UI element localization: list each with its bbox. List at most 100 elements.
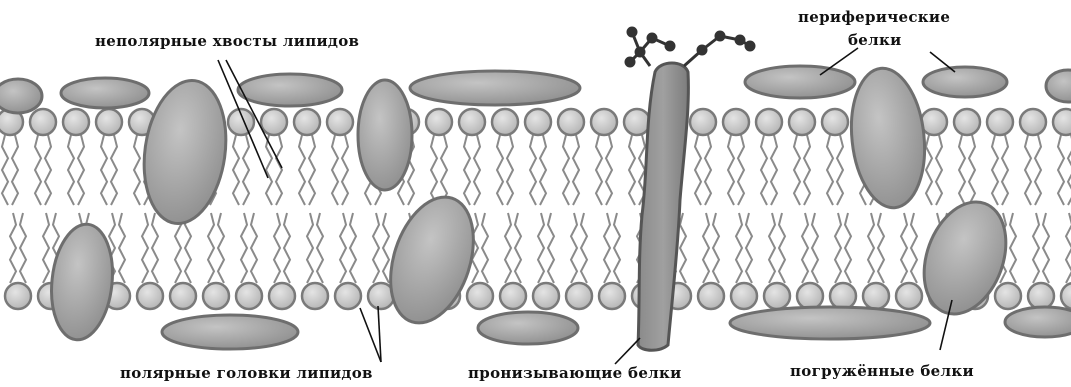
peripheral-protein xyxy=(745,66,855,98)
lipid-head xyxy=(1053,109,1071,135)
pointer-transmembrane xyxy=(615,338,640,364)
lipid-head xyxy=(426,109,452,135)
lipid-head xyxy=(30,109,56,135)
lipid-tail xyxy=(728,135,734,205)
lipid-head xyxy=(698,283,724,309)
lipid-head xyxy=(203,283,229,309)
lipid-head xyxy=(599,283,625,309)
lipid-head xyxy=(459,109,485,135)
lipid-tail xyxy=(992,135,998,205)
lipid-head xyxy=(1020,109,1046,135)
lipid-head xyxy=(731,283,757,309)
lipid-tail xyxy=(868,213,874,283)
lipid-tail xyxy=(926,135,932,205)
lipid-tail xyxy=(845,213,851,283)
lipid-head xyxy=(987,109,1013,135)
lipid-head xyxy=(335,283,361,309)
lipid-tail xyxy=(274,213,280,283)
integral-protein xyxy=(376,186,488,333)
lipid-tail xyxy=(441,135,447,205)
lipid-tail xyxy=(878,213,884,283)
lipid-tail xyxy=(342,135,348,205)
lipid-head xyxy=(723,109,749,135)
lipid-head xyxy=(269,283,295,309)
label-integral-proteins: погружённые белки xyxy=(790,362,974,380)
lipid-tail xyxy=(218,213,224,283)
lipid-tail xyxy=(614,213,620,283)
lipid-tail xyxy=(581,213,587,283)
lipid-tail xyxy=(827,135,833,205)
lipid-tail xyxy=(771,135,777,205)
lipid-tail xyxy=(736,213,742,283)
lipid-tail xyxy=(241,213,247,283)
peripheral-protein xyxy=(238,74,342,106)
lipid-head xyxy=(170,283,196,309)
lipid-head xyxy=(492,109,518,135)
lipid-tail xyxy=(12,135,18,205)
peripheral-protein xyxy=(0,79,42,113)
lipid-tail xyxy=(794,135,800,205)
lipid-head xyxy=(863,283,889,309)
lipid-tail xyxy=(35,135,41,205)
lipid-tail xyxy=(680,213,686,283)
lipid-head xyxy=(690,109,716,135)
lipid-head xyxy=(302,283,328,309)
lipid-head xyxy=(5,283,31,309)
lipid-tail xyxy=(43,213,49,283)
lipid-tail xyxy=(332,135,338,205)
lipid-head xyxy=(1061,283,1071,309)
peripheral-protein xyxy=(1046,70,1071,102)
lipid-head xyxy=(756,109,782,135)
lipid-tail xyxy=(507,135,513,205)
peripheral-protein xyxy=(61,78,149,108)
lipid-tail xyxy=(68,135,74,205)
lipid-tail xyxy=(10,213,16,283)
lipid-head xyxy=(896,283,922,309)
lipid-heads-lower-row xyxy=(5,283,1071,309)
lipid-tail xyxy=(761,135,767,205)
lipid-head xyxy=(995,283,1021,309)
lipid-tail xyxy=(431,135,437,205)
lipid-tail xyxy=(142,213,148,283)
lipid-tail xyxy=(284,213,290,283)
lipid-tail xyxy=(497,135,503,205)
lipid-tail xyxy=(969,135,975,205)
lipid-tail xyxy=(1066,213,1071,283)
integral-protein xyxy=(135,75,234,229)
lipid-tail xyxy=(713,213,719,283)
label-nonpolar-tails: неполярные хвосты липидов xyxy=(95,32,359,50)
carbohydrate-chain-icon xyxy=(626,28,754,66)
lipid-head xyxy=(954,109,980,135)
lipid-tail xyxy=(45,135,51,205)
peripheral-protein xyxy=(410,71,580,105)
lipid-tail xyxy=(233,135,239,205)
lipid-head xyxy=(294,109,320,135)
lipid-tail xyxy=(779,213,785,283)
lipid-head xyxy=(63,109,89,135)
lipid-head xyxy=(789,109,815,135)
peripheral-protein xyxy=(1005,307,1071,337)
lipid-tail xyxy=(530,135,536,205)
lipid-tail xyxy=(769,213,775,283)
lipid-tail xyxy=(1043,213,1049,283)
lipid-tail xyxy=(746,213,752,283)
lipid-head xyxy=(467,283,493,309)
label-polar-heads: полярные головки липидов xyxy=(120,364,373,382)
lipid-tail xyxy=(835,213,841,283)
lipid-head xyxy=(591,109,617,135)
lipid-tail xyxy=(959,135,965,205)
integral-protein xyxy=(358,80,412,190)
lipid-tail xyxy=(901,213,907,283)
lipid-tail xyxy=(695,135,701,205)
lipid-tail xyxy=(1010,213,1016,283)
lipid-head xyxy=(137,283,163,309)
lipid-head xyxy=(525,109,551,135)
lipid-tail xyxy=(936,135,942,205)
lipid-tail xyxy=(152,213,158,283)
lipid-tail xyxy=(911,213,917,283)
lipid-tail xyxy=(515,213,521,283)
label-peripheral-line2: белки xyxy=(848,31,902,49)
lipid-tail xyxy=(1035,135,1041,205)
lipid-tail xyxy=(548,213,554,283)
